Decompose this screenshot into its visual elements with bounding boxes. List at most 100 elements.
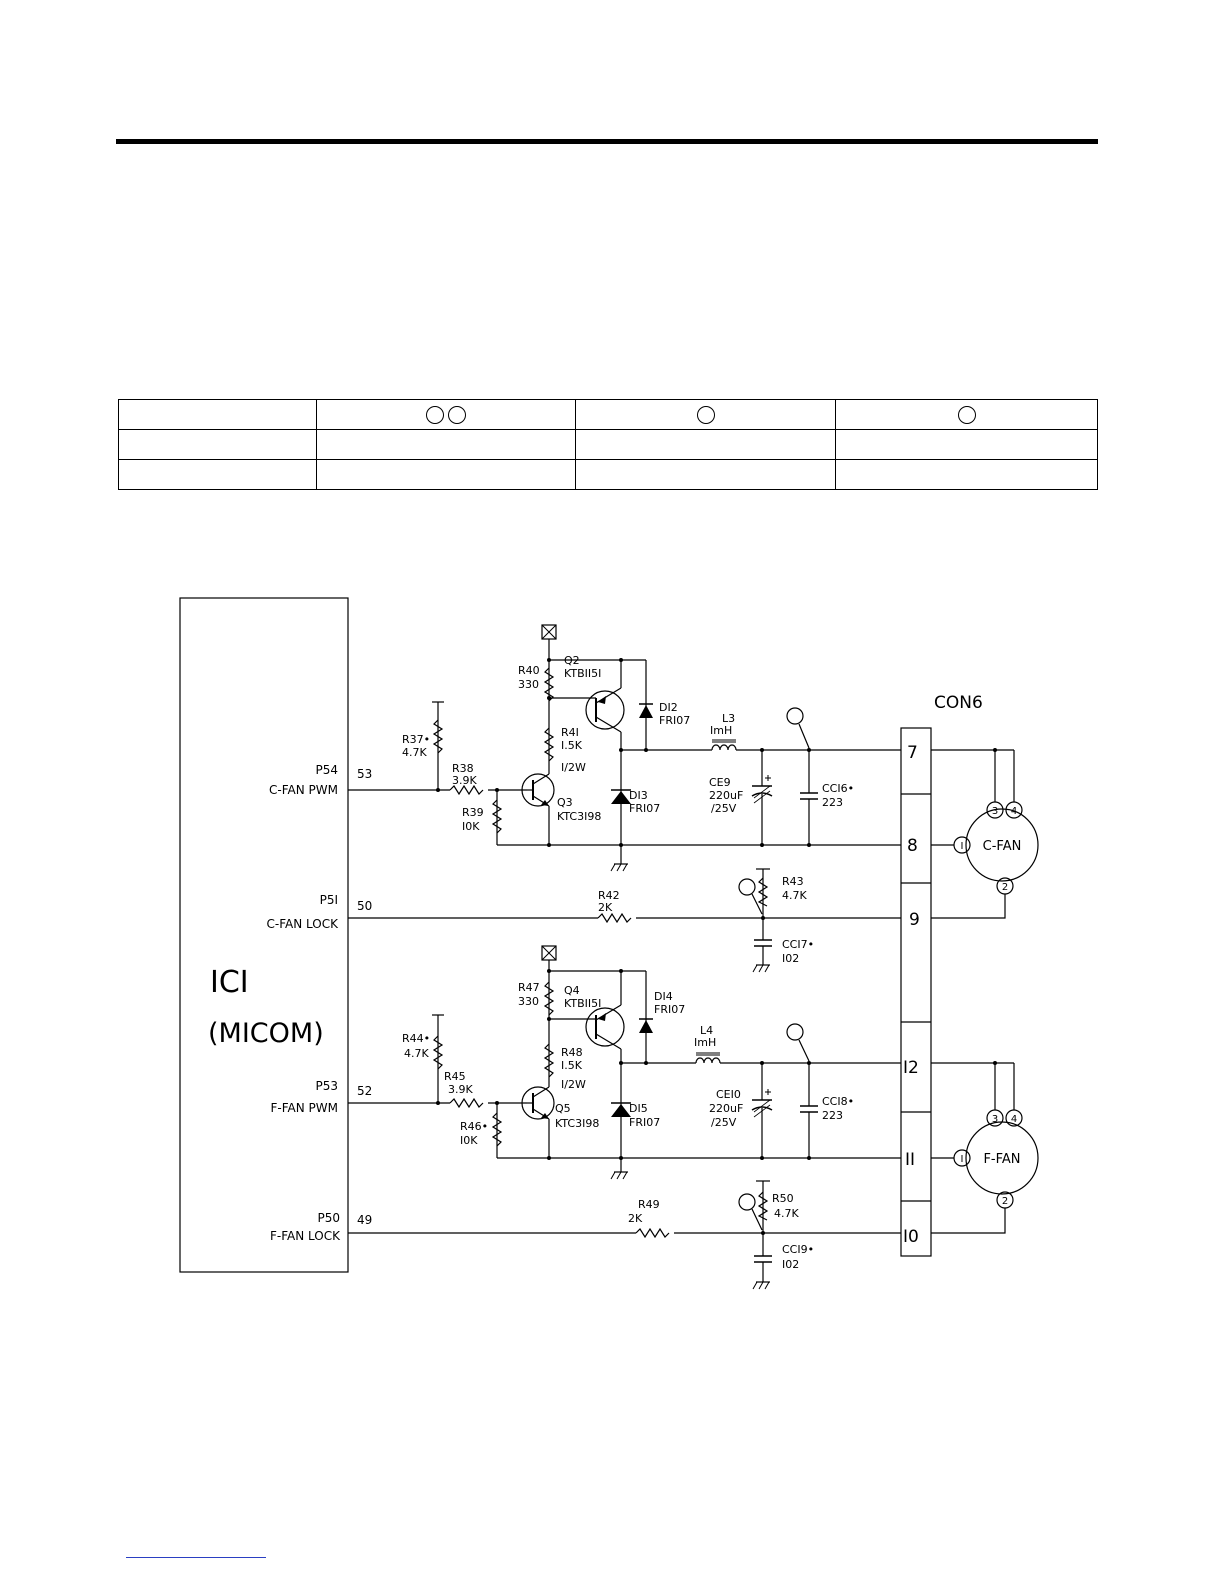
svg-text:Q3: Q3	[557, 796, 573, 809]
test-point-marker-icon	[738, 1193, 756, 1211]
svg-text:R46•: R46•	[460, 1120, 488, 1133]
micom-ic-box	[179, 597, 349, 1273]
svg-text:CE9: CE9	[709, 776, 731, 789]
svg-text:R43: R43	[782, 875, 804, 888]
svg-text:223: 223	[822, 796, 843, 809]
svg-text:2K: 2K	[628, 1212, 643, 1225]
test-point-marker-icon	[448, 405, 466, 424]
svg-text:FRI07: FRI07	[629, 802, 660, 815]
footer-link-underline[interactable]	[126, 1557, 266, 1558]
svg-text:L4: L4	[700, 1024, 713, 1037]
svg-text:ImH: ImH	[694, 1036, 716, 1049]
pin-number-label: 50	[357, 899, 372, 913]
test-point-marker-icon	[957, 405, 976, 424]
svg-text:KTC3I98: KTC3I98	[557, 810, 601, 823]
table-row	[118, 459, 1098, 490]
svg-text:KTC3I98: KTC3I98	[555, 1117, 599, 1130]
ground-icon	[610, 1171, 629, 1180]
svg-text:CCI7•: CCI7•	[782, 938, 814, 951]
svg-text:I/2W: I/2W	[561, 761, 586, 774]
table-cell	[575, 459, 836, 490]
svg-text:FRI07: FRI07	[659, 714, 690, 727]
table-header-cell	[835, 399, 1098, 430]
connector-pin: 9	[909, 910, 920, 930]
pin-port-label: P5I	[320, 893, 338, 907]
svg-text:I.5K: I.5K	[561, 1059, 583, 1072]
ground-icon	[610, 863, 629, 872]
fan-label: F-FAN	[983, 1152, 1020, 1167]
svg-text:220uF: 220uF	[709, 789, 743, 802]
test-point-marker-icon	[426, 405, 444, 424]
table-row	[118, 429, 1098, 460]
pnp-transistor-icon	[585, 690, 625, 730]
svg-text:R39: R39	[462, 806, 484, 819]
svg-text:I: I	[961, 841, 964, 852]
fan-drive-schematic: ICI (MICOM) P54 C-FAN PWM 53 P5I C-FAN L…	[179, 597, 1039, 1290]
pin-function-label: F-FAN LOCK	[270, 1229, 341, 1243]
svg-text:4.7K: 4.7K	[782, 889, 807, 902]
pin-port-label: P50	[317, 1211, 340, 1225]
fan-motor-icon	[965, 1121, 1039, 1195]
svg-text:I0K: I0K	[462, 820, 480, 833]
svg-text:330: 330	[518, 995, 539, 1008]
measurement-table	[118, 399, 1098, 490]
table-cell	[575, 429, 836, 460]
svg-text:I0K: I0K	[460, 1134, 478, 1147]
svg-text:R49: R49	[638, 1198, 660, 1211]
connector-con6: CON6 7 8 9 I2 II I0	[900, 693, 983, 1257]
svg-text:FRI07: FRI07	[654, 1003, 685, 1016]
svg-text:FRI07: FRI07	[629, 1116, 660, 1129]
pnp-transistor-icon	[585, 1007, 625, 1047]
svg-text:CCI8•: CCI8•	[822, 1095, 854, 1108]
svg-text:3: 3	[992, 806, 998, 817]
svg-text:Q2: Q2	[564, 654, 580, 667]
connector-label: CON6	[934, 693, 983, 713]
svg-text:4.7K: 4.7K	[774, 1207, 799, 1220]
svg-text:3.9K: 3.9K	[448, 1083, 473, 1096]
svg-text:4.7K: 4.7K	[404, 1047, 429, 1060]
svg-text:CCI9•: CCI9•	[782, 1243, 814, 1256]
ic-label: ICI	[210, 965, 249, 1000]
svg-text:R38: R38	[452, 762, 474, 775]
svg-text:CEI0: CEI0	[716, 1088, 741, 1101]
test-point-marker-icon	[786, 1023, 804, 1041]
pin-port-label: P54	[315, 763, 338, 777]
connector-pin: 8	[907, 836, 918, 856]
svg-text:R40: R40	[518, 664, 540, 677]
svg-text:CCI6•: CCI6•	[822, 782, 854, 795]
svg-text:R4I: R4I	[561, 726, 579, 739]
connector-pin: I0	[903, 1227, 919, 1247]
connector-pin: 7	[907, 743, 918, 763]
svg-text:I.5K: I.5K	[561, 739, 583, 752]
svg-text:KTBII5I: KTBII5I	[564, 997, 601, 1010]
svg-text:KTBII5I: KTBII5I	[564, 667, 601, 680]
svg-text:ImH: ImH	[710, 724, 732, 737]
connector-pin: II	[905, 1150, 915, 1170]
svg-text:R50: R50	[772, 1192, 794, 1205]
table-cell	[316, 429, 576, 460]
table-cell	[835, 429, 1098, 460]
table-cell	[316, 459, 576, 490]
svg-text:/25V: /25V	[711, 1116, 737, 1129]
pin-function-label: C-FAN PWM	[269, 783, 338, 797]
connector-pin: I2	[903, 1058, 919, 1078]
f-fan-motor: 3 4 F-FAN I 2	[931, 1061, 1039, 1234]
svg-text:Q4: Q4	[564, 984, 580, 997]
pin-number-label: 53	[357, 767, 372, 781]
pin-function-label: F-FAN PWM	[271, 1101, 339, 1115]
pin-number-label: 52	[357, 1084, 372, 1098]
svg-text:DI3: DI3	[629, 789, 648, 802]
svg-text:R37•: R37•	[402, 733, 430, 746]
svg-text:DI5: DI5	[629, 1102, 648, 1115]
svg-text:R44•: R44•	[402, 1032, 430, 1045]
ground-icon	[752, 1281, 771, 1290]
svg-text:3.9K: 3.9K	[452, 774, 477, 787]
fan-label: C-FAN	[983, 839, 1022, 854]
svg-text:DI2: DI2	[659, 701, 678, 714]
c-fan-motor: 3 4 C-FAN I 2	[931, 748, 1039, 919]
table-header-cell	[575, 399, 836, 430]
svg-text:R48: R48	[561, 1046, 583, 1059]
svg-text:2K: 2K	[598, 901, 613, 914]
test-point-marker-icon	[786, 707, 804, 725]
svg-text:R47: R47	[518, 981, 540, 994]
